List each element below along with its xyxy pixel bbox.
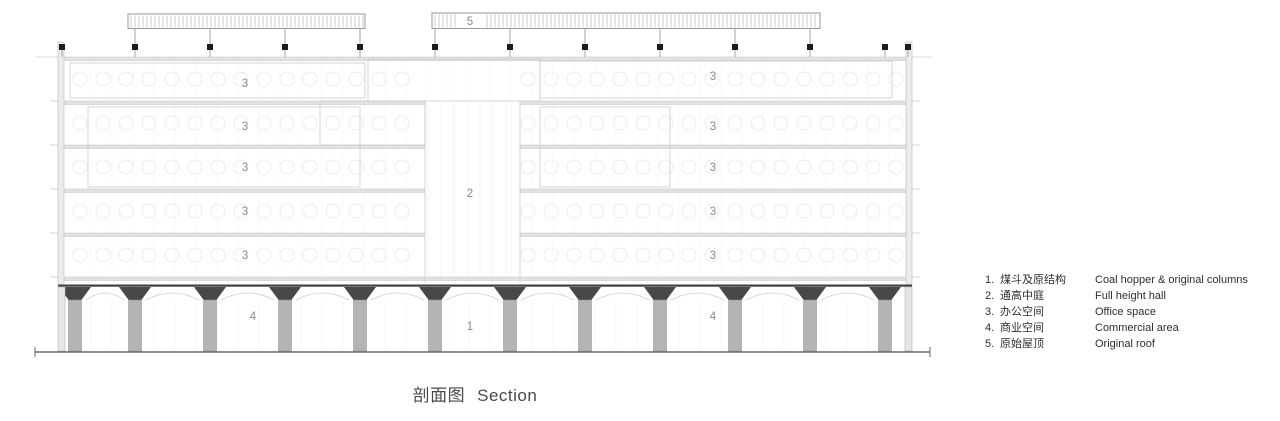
- legend-item: 1. 煤斗及原结构 Coal hopper & original columns: [985, 272, 1248, 288]
- ground-end-walls: [57, 286, 913, 352]
- facade-circle-pattern: [72, 71, 904, 263]
- roof-node-squares: [59, 44, 911, 50]
- legend-label-zh: 原始屋顶: [1000, 338, 1044, 350]
- interior-outlines: [69, 58, 893, 283]
- legend-label-zh: 办公空间: [1000, 306, 1044, 318]
- label-full-height-hall: 2: [467, 188, 473, 200]
- legend-label-zh: 通高中庭: [1000, 290, 1044, 302]
- label-office-space: 3: [710, 121, 716, 133]
- legend-number: 3.: [985, 306, 995, 318]
- ground-line: [34, 347, 931, 357]
- roof-hatch-pattern: [130, 14, 816, 28]
- label-original-roof: 5: [467, 16, 473, 28]
- legend-label-en: Office space: [1095, 306, 1156, 318]
- vault-arcs: [85, 292, 875, 301]
- label-office-space: 3: [710, 162, 716, 174]
- slab-edge-ticks: [35, 56, 932, 278]
- drawing-labels: 5 3 3 3 3 3 3 3 3 3 3 2 4 4 1: [242, 16, 717, 333]
- legend: 1. 煤斗及原结构 Coal hopper & original columns…: [985, 272, 1248, 352]
- label-office-space: 3: [242, 78, 248, 90]
- legend-label-zh: 商业空间: [1000, 322, 1044, 334]
- label-commercial-area: 4: [710, 311, 717, 323]
- caption-en: Section: [477, 386, 538, 405]
- legend-label-en: Coal hopper & original columns: [1095, 274, 1248, 286]
- section-drawing: 5 3 3 3 3 3 3 3 3 3 3 2 4 4 1: [34, 12, 932, 357]
- label-office-space: 3: [242, 162, 248, 174]
- label-office-space: 3: [710, 71, 716, 83]
- legend-number: 1.: [985, 274, 995, 286]
- caption-zh: 剖面图: [412, 386, 466, 405]
- legend-item: 4. 商业空间 Commercial area: [985, 320, 1248, 336]
- legend-label-en: Original roof: [1095, 338, 1155, 350]
- legend-number: 2.: [985, 290, 995, 302]
- legend-item: 2. 通高中庭 Full height hall: [985, 288, 1248, 304]
- label-commercial-area: 4: [250, 311, 257, 323]
- facade-grid-lines: [69, 59, 890, 282]
- ground-grid-lines: [69, 302, 890, 349]
- legend-label-en: Commercial area: [1095, 322, 1179, 334]
- roof-monitor-bands: [127, 12, 821, 29]
- roof-posts: [61, 28, 909, 57]
- legend-label-en: Full height hall: [1095, 290, 1166, 302]
- legend-label-zh: 煤斗及原结构: [1000, 274, 1066, 286]
- legend-item: 5. 原始屋顶 Original roof: [985, 336, 1248, 352]
- figure-caption: 剖面图 Section: [0, 381, 950, 406]
- label-office-space: 3: [710, 206, 716, 218]
- legend-number: 4.: [985, 322, 995, 334]
- coal-hopper-capitals: [59, 287, 901, 301]
- transfer-beam: [58, 284, 912, 287]
- label-office-space: 3: [242, 250, 248, 262]
- label-office-space: 3: [710, 250, 716, 262]
- ground-columns: [68, 299, 892, 352]
- legend-item: 3. 办公空间 Office space: [985, 304, 1248, 320]
- label-office-space: 3: [242, 121, 248, 133]
- label-coal-hopper: 1: [467, 321, 473, 333]
- legend-number: 5.: [985, 338, 995, 350]
- label-office-space: 3: [242, 206, 248, 218]
